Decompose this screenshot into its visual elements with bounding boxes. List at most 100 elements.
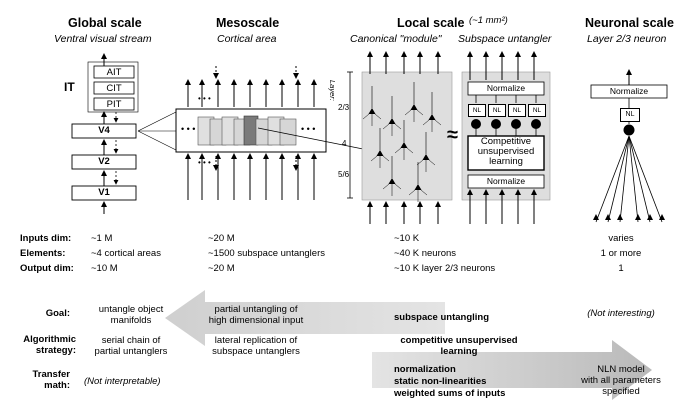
layer-23-label: 2/3 bbox=[338, 103, 350, 112]
nl-unit-body bbox=[531, 119, 541, 129]
basal-dendrite bbox=[394, 183, 402, 190]
pyramidal-neuron bbox=[428, 114, 436, 120]
strategy-local-line-2: learning bbox=[440, 346, 478, 357]
global-scale-title: Global scale bbox=[68, 16, 142, 30]
neuronal-normalize-label: Normalize bbox=[609, 86, 649, 96]
strategy-local: competitive unsupervised learning bbox=[394, 335, 524, 357]
neuronal-input-line bbox=[619, 135, 630, 223]
strategy-meso-line-2: subspace untanglers bbox=[212, 346, 300, 357]
canonical-module bbox=[347, 71, 453, 201]
competitive-line-1: Competitive bbox=[480, 136, 532, 147]
meso-elements: ~1500 subspace untanglers bbox=[208, 248, 325, 259]
goal-meso-line-1: partial untangling of bbox=[214, 304, 298, 315]
neuronal-input-arrowhead bbox=[617, 214, 623, 220]
goal-meso-line-2: high dimensional input bbox=[208, 315, 304, 326]
layer-axis-title: Layer: bbox=[328, 80, 337, 101]
transfer-neuronal-line-2: with all parameters bbox=[581, 375, 661, 386]
basal-dendrite bbox=[382, 183, 390, 190]
basal-dendrite bbox=[394, 147, 402, 154]
transfer-label-line-1: Transfer bbox=[32, 369, 71, 380]
pyramidal-neuron bbox=[414, 184, 422, 190]
right-gray-arrow bbox=[372, 340, 652, 400]
neuronal-elements: 1 or more bbox=[600, 248, 642, 259]
neuronal-input-arrowhead bbox=[593, 214, 599, 220]
neuronal-input-line bbox=[628, 135, 663, 223]
meso-dots-right: • • • bbox=[301, 124, 316, 134]
neuronal-inputs bbox=[593, 135, 665, 223]
strategy-meso-line-1: lateral replication of bbox=[214, 335, 298, 346]
neuronal-inputs-dim: varies bbox=[608, 233, 634, 244]
competitive-line-3: learning bbox=[489, 156, 523, 167]
global-hierarchy bbox=[71, 53, 177, 214]
neuronal-model bbox=[590, 69, 668, 136]
nl-box: NL bbox=[488, 104, 506, 117]
neuronal-nl-box: NL bbox=[620, 108, 640, 122]
nl-units bbox=[471, 95, 541, 136]
nl-box: NL bbox=[508, 104, 526, 117]
transfer-neuronal: NLN model with all parameters specified bbox=[574, 364, 668, 397]
strategy-meso: lateral replication of subspace untangle… bbox=[196, 335, 316, 357]
pyramidal-neuron bbox=[388, 178, 396, 184]
basal-dendrite bbox=[428, 159, 436, 166]
pyramidal-neurons bbox=[362, 82, 442, 202]
meso-output-dim: ~20 M bbox=[208, 263, 235, 274]
basal-dendrite bbox=[370, 155, 378, 162]
it-group-frame bbox=[87, 61, 139, 113]
meso-dots-left: • • • bbox=[181, 124, 196, 134]
global-inputs-dim: ~1 M bbox=[91, 233, 113, 244]
neuronal-output-dim: 1 bbox=[618, 263, 624, 274]
layer-56-label: 5/6 bbox=[338, 170, 350, 179]
it-label: IT bbox=[64, 80, 75, 94]
neuronal-scale-subtitle: Layer 2/3 neuron bbox=[587, 33, 667, 45]
neuronal-input-line bbox=[628, 135, 651, 223]
nl-unit-body bbox=[471, 119, 481, 129]
pyramidal-neuron bbox=[376, 150, 384, 156]
strategy-label-line-2: strategy: bbox=[35, 345, 76, 356]
nl-unit-body bbox=[491, 119, 501, 129]
basal-dendrite bbox=[416, 109, 424, 116]
neuronal-input-arrowhead bbox=[647, 214, 653, 220]
nl-box: NL bbox=[528, 104, 546, 117]
basal-dendrite bbox=[420, 189, 428, 196]
normalize-bottom-label: Normalize bbox=[486, 176, 526, 186]
basal-dendrite bbox=[408, 189, 416, 196]
local-output-dim: ~10 K layer 2/3 neurons bbox=[394, 263, 496, 274]
transfer-label-line-2: math: bbox=[44, 380, 70, 391]
transfer-local: normalization static non-linearities wei… bbox=[394, 364, 505, 400]
basal-dendrite bbox=[382, 155, 390, 162]
neuronal-input-arrowhead bbox=[605, 214, 611, 220]
transfer-local-line-3: weighted sums of inputs bbox=[394, 388, 506, 399]
mesoscale-arrows bbox=[185, 66, 317, 200]
goal-neuronal: (Not interesting) bbox=[587, 308, 655, 319]
elements-label: Elements: bbox=[20, 248, 66, 259]
pit-box-label: PIT bbox=[106, 99, 122, 110]
neuronal-input-arrowhead bbox=[635, 214, 641, 220]
transfer-global: (Not interpretable) bbox=[84, 376, 161, 387]
pyramidal-neuron bbox=[368, 108, 376, 114]
subspace-untangler bbox=[461, 71, 551, 201]
layer-4-label: 4 bbox=[342, 139, 347, 148]
meso-inputs-dim: ~20 M bbox=[208, 233, 235, 244]
transfer-local-line-1: normalization bbox=[394, 364, 456, 375]
neuronal-input-line bbox=[595, 135, 630, 223]
output-dim-label: Output dim: bbox=[20, 263, 74, 274]
local-scale-title: Local scale bbox=[397, 16, 465, 30]
global-elements: ~4 cortical areas bbox=[91, 248, 161, 259]
normalize-top-label: Normalize bbox=[486, 83, 526, 93]
mesoscale-area bbox=[175, 108, 369, 153]
transfer-neuronal-line-3: specified bbox=[602, 386, 640, 397]
nl-box: NL bbox=[468, 104, 486, 117]
subspace-untangler-subtitle: Subspace untangler bbox=[458, 33, 552, 45]
strategy-local-line-1: competitive unsupervised bbox=[400, 335, 518, 346]
basal-dendrite bbox=[394, 123, 402, 130]
global-output-dim: ~10 M bbox=[91, 263, 118, 274]
pyramidal-neuron bbox=[400, 142, 408, 148]
local-scale-note: (~1 mm²) bbox=[469, 15, 508, 26]
neuronal-scale-title: Neuronal scale bbox=[585, 16, 674, 30]
basal-dendrite bbox=[362, 113, 370, 120]
strategy-label-line-1: Algorithmic bbox=[23, 334, 76, 345]
strategy-global-line-2: partial untanglers bbox=[94, 346, 168, 357]
left-gray-arrow bbox=[165, 290, 445, 346]
basal-dendrite bbox=[404, 109, 412, 116]
